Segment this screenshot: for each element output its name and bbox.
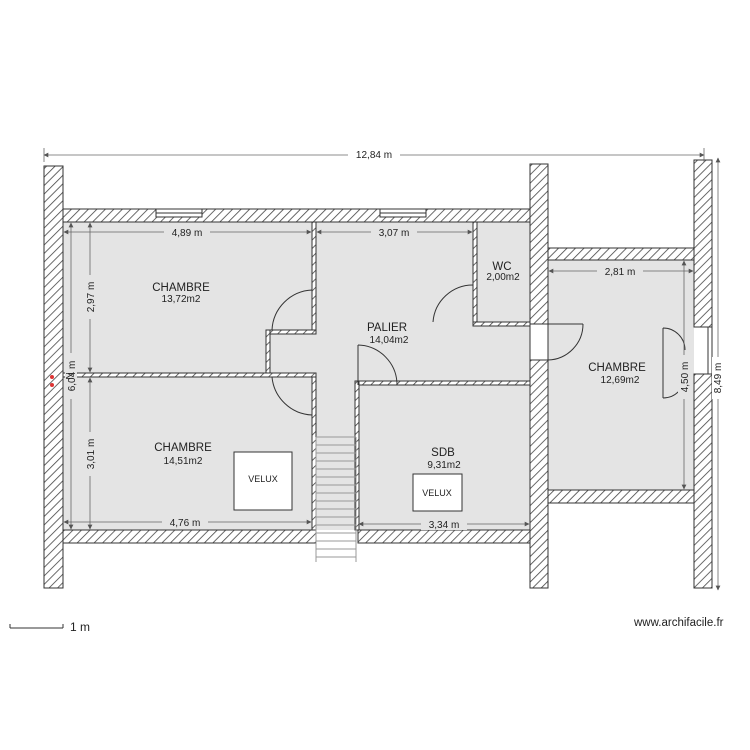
top-wall-windows xyxy=(155,208,427,218)
svg-text:3,01 m: 3,01 m xyxy=(86,439,97,470)
svg-text:WC: WC xyxy=(492,261,511,273)
palier-floor xyxy=(316,222,530,385)
room-chambre-bottom-left: CHAMBRE 14,51m2 xyxy=(154,442,212,467)
window-right xyxy=(707,326,713,375)
dim-chambre-r-height: 4,50 m xyxy=(678,355,691,399)
site-credit: www.archifacile.fr xyxy=(634,617,724,629)
wall-annex-bottom xyxy=(547,489,695,504)
scale-bar xyxy=(9,624,64,629)
room-sdb: SDB 9,31m2 xyxy=(427,447,461,471)
chambre-right-floor xyxy=(548,260,694,494)
svg-text:2,00m2: 2,00m2 xyxy=(486,272,520,283)
svg-text:12,69m2: 12,69m2 xyxy=(601,375,640,386)
svg-text:SDB: SDB xyxy=(431,447,455,459)
wall-right-lower xyxy=(693,373,713,589)
velux-2: VELUX xyxy=(412,473,463,512)
svg-text:CHAMBRE: CHAMBRE xyxy=(588,362,646,374)
room-chambre-top-left: CHAMBRE 13,72m2 xyxy=(152,282,210,305)
svg-text:14,51m2: 14,51m2 xyxy=(164,456,203,467)
dim-chambre-r-width: 2,81 m xyxy=(597,265,643,278)
svg-text:14,04m2: 14,04m2 xyxy=(370,335,409,346)
velux-1: VELUX xyxy=(233,451,293,511)
svg-text:4,89 m: 4,89 m xyxy=(172,228,203,239)
svg-text:PALIER: PALIER xyxy=(367,322,407,334)
dim-chambre-bl-width: 4,76 m xyxy=(162,516,208,529)
door-gap-mid xyxy=(529,323,549,361)
svg-text:2,97 m: 2,97 m xyxy=(86,282,97,313)
north-marker: N xyxy=(50,372,74,387)
svg-text:6,04 m: 6,04 m xyxy=(67,361,78,392)
dim-sdb-width: 3,34 m xyxy=(421,518,467,531)
scale-label: 1 m xyxy=(70,620,91,634)
wall-bottom-left xyxy=(62,529,317,544)
svg-text:9,31m2: 9,31m2 xyxy=(427,460,461,471)
dim-overall-height: 8,49 m xyxy=(712,357,725,399)
interior-walls xyxy=(62,221,531,531)
dim-palier-width: 3,07 m xyxy=(371,226,417,239)
svg-text:CHAMBRE: CHAMBRE xyxy=(152,282,210,294)
wall-mid-right xyxy=(529,163,549,325)
svg-text:13,72m2: 13,72m2 xyxy=(162,294,201,305)
room-palier: PALIER 14,04m2 xyxy=(367,322,409,346)
svg-text:8,49 m: 8,49 m xyxy=(713,363,724,394)
svg-text:12,84 m: 12,84 m xyxy=(356,150,392,161)
wall-mid-right-lower xyxy=(529,359,549,589)
svg-text:VELUX: VELUX xyxy=(248,474,278,484)
wall-right xyxy=(693,159,713,328)
svg-text:4,50 m: 4,50 m xyxy=(680,362,691,393)
svg-text:N: N xyxy=(63,372,74,379)
wall-bottom-mid xyxy=(357,529,531,544)
dim-chambre-bl-height: 3,01 m xyxy=(84,432,97,476)
dim-left-total-height: 6,04 m xyxy=(65,353,78,399)
dim-chambre-tl-height: 2,97 m xyxy=(84,275,97,319)
svg-text:2,81 m: 2,81 m xyxy=(605,267,636,278)
room-chambre-right: CHAMBRE 12,69m2 xyxy=(588,362,646,386)
svg-text:3,34 m: 3,34 m xyxy=(429,520,460,531)
dim-overall-width: 12,84 m xyxy=(348,148,400,161)
svg-text:4,76 m: 4,76 m xyxy=(170,518,201,529)
stairs xyxy=(315,436,357,562)
svg-text:CHAMBRE: CHAMBRE xyxy=(154,442,212,454)
wall-top xyxy=(62,208,531,223)
svg-text:3,07 m: 3,07 m xyxy=(379,228,410,239)
room-wc: WC 2,00m2 xyxy=(486,261,520,283)
dim-chambre-tl-width: 4,89 m xyxy=(164,226,210,239)
svg-text:VELUX: VELUX xyxy=(422,488,452,498)
wall-annex-top xyxy=(547,247,695,261)
